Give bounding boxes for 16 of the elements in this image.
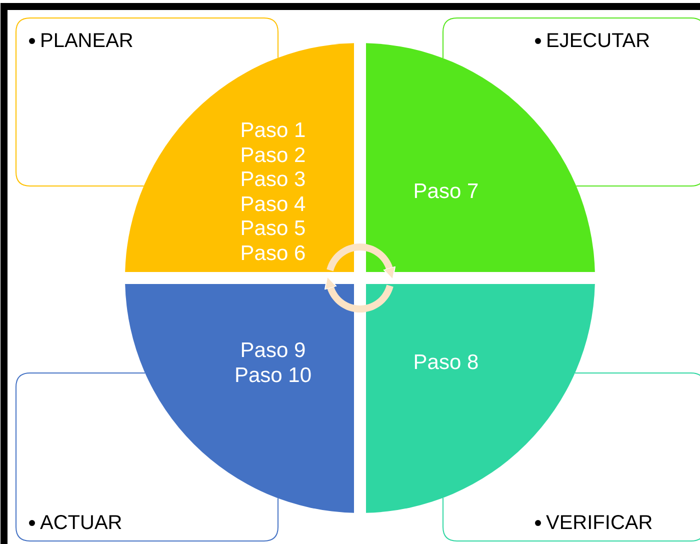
step-label: Paso 6 [240, 242, 306, 266]
phase-label: PLANEAR [40, 30, 134, 52]
step-label: Paso 7 [413, 180, 479, 204]
phase-label: VERIFICAR [546, 512, 653, 534]
step-label: Paso 5 [240, 217, 306, 242]
step-label: Paso 1 [240, 119, 306, 144]
step-label: Paso 10 [234, 364, 312, 388]
cycle-arrow [324, 276, 394, 312]
step-label: Paso 9 [240, 339, 306, 364]
step-label: Paso 2 [240, 144, 306, 168]
phase-label: EJECUTAR [546, 30, 650, 52]
step-label: Paso 8 [413, 351, 479, 376]
step-label: Paso 3 [240, 168, 306, 192]
phase-label: ACTUAR [40, 512, 122, 534]
cycle-arrow [326, 244, 396, 280]
step-label: Paso 4 [240, 192, 306, 217]
